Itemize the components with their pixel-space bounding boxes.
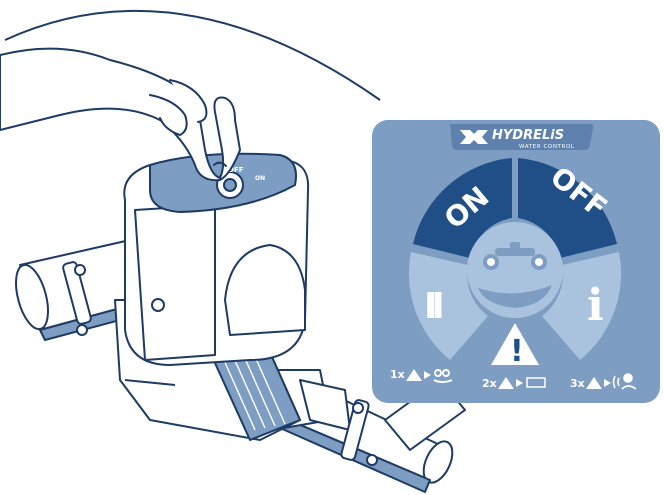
alert-mark: !: [510, 334, 524, 369]
left-clamp-screw-bottom: [77, 325, 87, 335]
legend-3x: 3x: [570, 377, 585, 390]
control-panel: HYDRELiS WATER CONTROL !: [372, 120, 660, 403]
device-front-panel: [135, 205, 215, 360]
legend-1x: 1x: [390, 368, 405, 381]
left-clamp-screw-top: [75, 265, 85, 275]
right-clamp-screw-top: [353, 403, 363, 413]
device-screw-hole: [152, 299, 164, 311]
right-clamp-screw-bottom: [367, 455, 377, 465]
device-top-drop: [224, 179, 236, 191]
brand-name: HYDRELiS: [492, 128, 564, 143]
info-button-label: i: [587, 280, 604, 331]
device-top-on-label: ON: [255, 175, 265, 182]
legend-2x: 2x: [482, 377, 497, 390]
hand: [0, 49, 240, 181]
brand-tagline: WATER CONTROL: [519, 144, 575, 150]
